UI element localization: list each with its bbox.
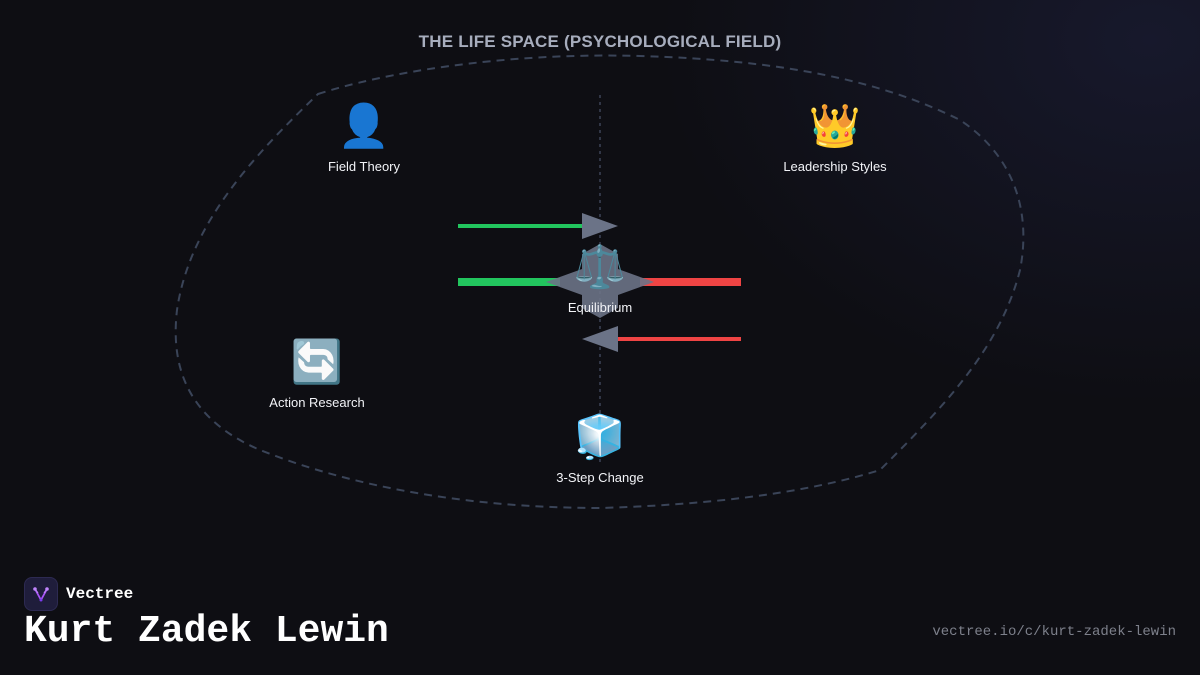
brand[interactable]: Vectree xyxy=(24,577,133,611)
brand-name: Vectree xyxy=(66,585,134,603)
node-label: Action Research xyxy=(269,395,365,410)
balance-scale-icon: ⚖️ xyxy=(573,243,627,290)
crown-icon: 👑 xyxy=(808,102,862,149)
node-leadership-styles[interactable]: 👑 Leadership Styles xyxy=(745,101,925,174)
page-title: Kurt Zadek Lewin xyxy=(24,610,389,653)
refresh-cycle-icon: 🔄 xyxy=(290,338,344,385)
person-icon: 👤 xyxy=(337,102,391,149)
node-3-step-change[interactable]: 🧊 3-Step Change xyxy=(510,412,690,485)
life-space-title: THE LIFE SPACE (PSYCHOLOGICAL FIELD) xyxy=(418,32,782,51)
node-field-theory[interactable]: 👤 Field Theory xyxy=(274,101,454,174)
equilibrium-arrowheads xyxy=(546,244,654,318)
node-equilibrium[interactable]: ⚖️ Equilibrium xyxy=(510,242,690,315)
node-label: 3-Step Change xyxy=(556,470,644,485)
restraining-force-arrowhead-bottom xyxy=(582,326,618,352)
vectree-logo-icon xyxy=(24,577,58,611)
ice-cube-icon: 🧊 xyxy=(573,413,627,460)
node-label: Equilibrium xyxy=(567,300,633,315)
life-space-boundary xyxy=(174,54,1025,510)
node-action-research[interactable]: 🔄 Action Research xyxy=(227,337,407,410)
driving-force-arrowhead-top xyxy=(582,213,618,239)
page-url[interactable]: vectree.io/c/kurt-zadek-lewin xyxy=(932,624,1176,640)
node-label: Field Theory xyxy=(327,159,400,174)
node-label: Leadership Styles xyxy=(783,159,887,174)
